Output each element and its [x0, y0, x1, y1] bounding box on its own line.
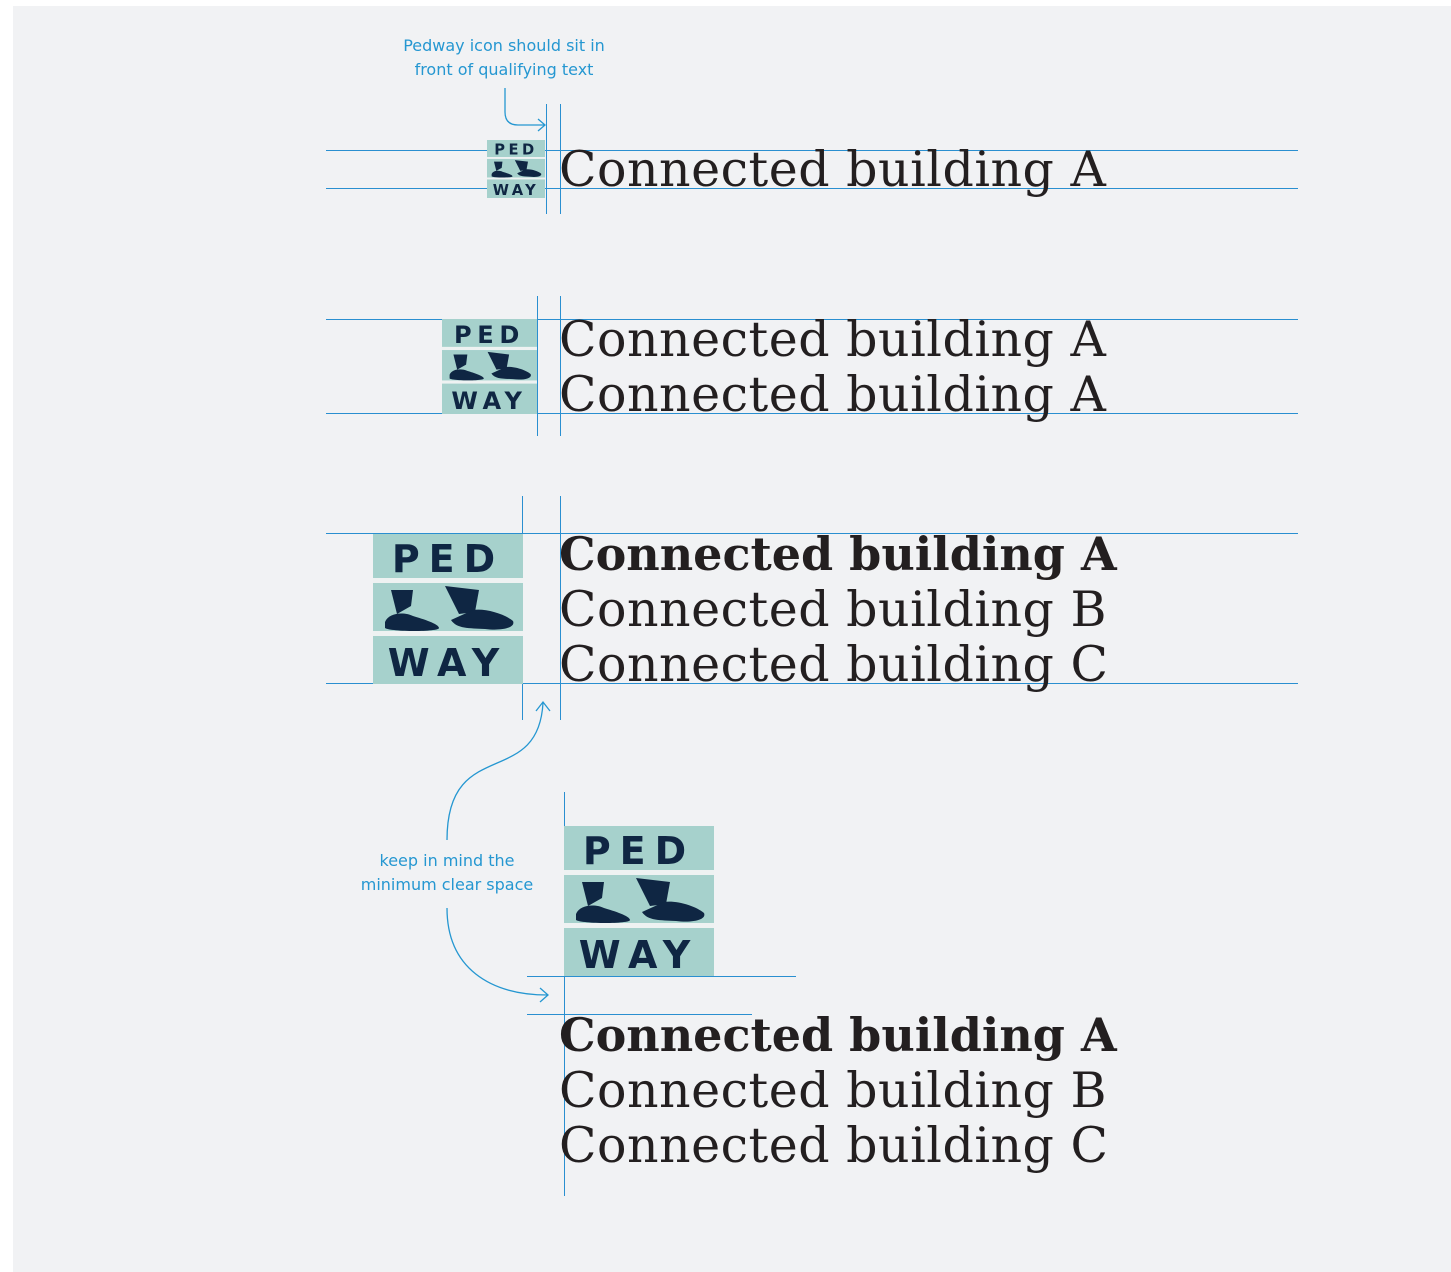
- pedway-logo: PED WAY: [373, 534, 523, 684]
- pedway-icon-small: PED WAY: [487, 140, 545, 198]
- pointer-arrow-up: [446, 702, 544, 841]
- guide-line: [326, 533, 1298, 534]
- building-label: Connected building A: [559, 366, 1107, 423]
- pedway-icon-large: PED WAY: [373, 534, 523, 684]
- pointer-arrow-top: [504, 88, 545, 126]
- guide-line: [326, 319, 1298, 320]
- svg-text:PED: PED: [392, 537, 504, 581]
- guide-line: [560, 296, 561, 436]
- pedway-logo: PED WAY: [487, 140, 545, 198]
- arrowhead-icon: [537, 118, 546, 132]
- clear-space-annotation-line-2: minimum clear space: [360, 875, 534, 894]
- guide-line: [527, 1014, 752, 1015]
- guide-line: [560, 496, 561, 720]
- top-annotation: Pedway icon should sit in front of quali…: [373, 34, 635, 82]
- building-label: Connected building C: [559, 636, 1109, 693]
- guide-line: [326, 150, 1298, 151]
- guide-line: [527, 976, 796, 977]
- building-label-primary: Connected building A: [559, 1008, 1117, 1062]
- guide-line: [326, 413, 1298, 414]
- clear-space-annotation: keep in mind the minimum clear space: [340, 849, 554, 897]
- building-label: Connected building B: [559, 1062, 1107, 1119]
- arrowhead-icon: [535, 700, 551, 712]
- arrowhead-icon: [539, 987, 549, 1003]
- guide-line: [546, 104, 547, 214]
- svg-text:PED: PED: [454, 321, 525, 349]
- top-annotation-line-2: front of qualifying text: [414, 60, 594, 79]
- guide-line: [564, 792, 565, 1196]
- guide-line: [537, 296, 538, 436]
- svg-text:PED: PED: [583, 829, 695, 873]
- pedway-logo: PED WAY: [564, 826, 714, 976]
- guide-line: [326, 683, 1298, 684]
- pedway-icon-medium: PED WAY: [442, 319, 537, 414]
- svg-text:WAY: WAY: [493, 182, 540, 198]
- pedway-logo: PED WAY: [442, 319, 537, 414]
- top-annotation-line-1: Pedway icon should sit in: [403, 36, 605, 55]
- building-label: Connected building C: [559, 1117, 1109, 1174]
- canvas: [13, 6, 1451, 1272]
- svg-text:WAY: WAY: [388, 641, 509, 684]
- svg-text:WAY: WAY: [579, 933, 700, 976]
- building-label: Connected building A: [559, 141, 1107, 198]
- guide-line: [326, 188, 1298, 189]
- svg-text:WAY: WAY: [451, 387, 527, 414]
- svg-text:PED: PED: [494, 142, 537, 159]
- guide-line: [560, 104, 561, 214]
- pedway-icon-stacked: PED WAY: [564, 826, 714, 976]
- building-label: Connected building A: [559, 311, 1107, 368]
- building-label-primary: Connected building A: [559, 527, 1117, 581]
- pointer-arrow-down: [446, 907, 549, 996]
- clear-space-annotation-line-1: keep in mind the: [379, 851, 515, 870]
- building-label: Connected building B: [559, 581, 1107, 638]
